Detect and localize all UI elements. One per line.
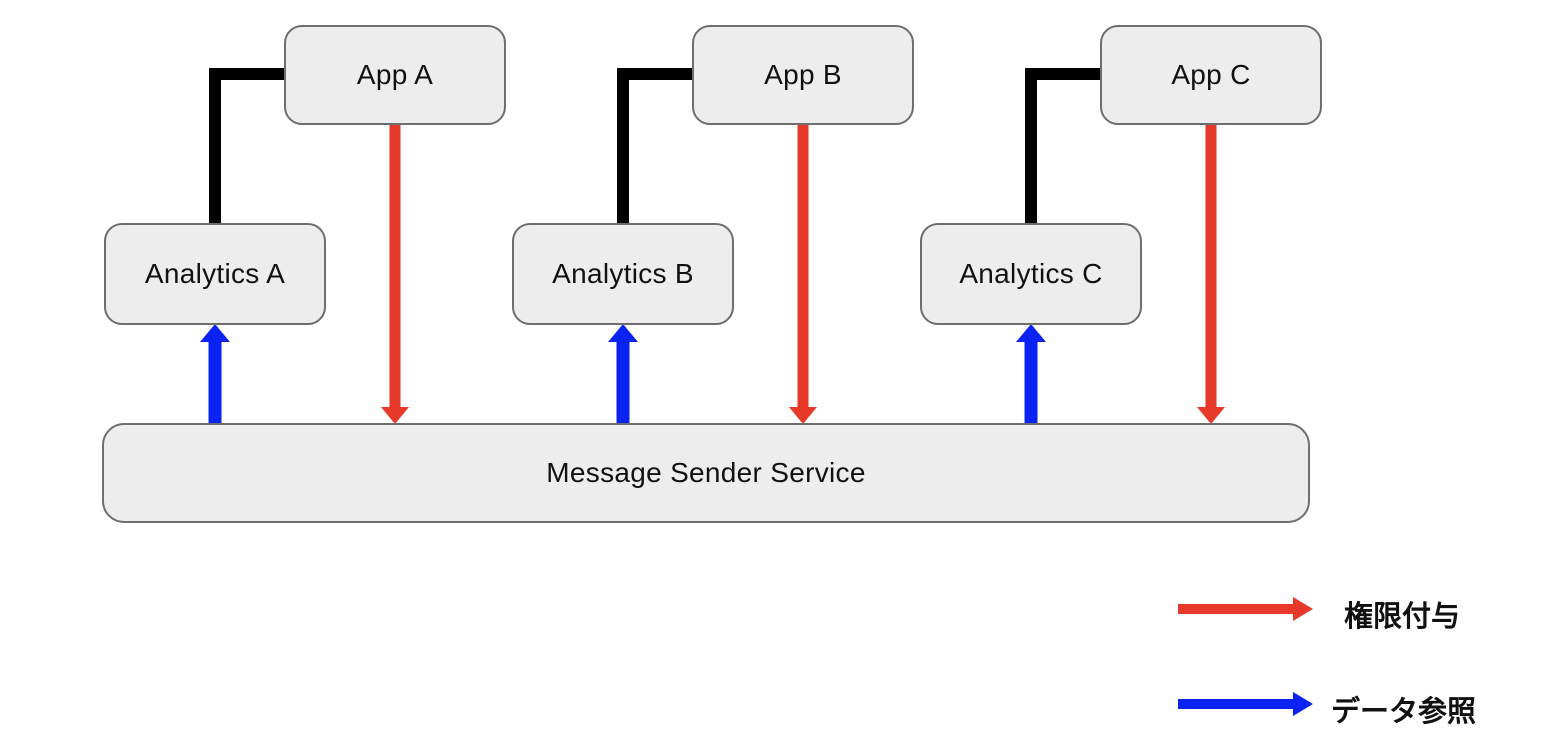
legend-reference-arrowhead <box>1293 692 1313 716</box>
node-app-b: App B <box>692 25 914 125</box>
connector-app-b-analytics-b <box>617 68 692 223</box>
connector-app-a-analytics-a <box>209 68 284 223</box>
arrowhead-app-c-to-service <box>1197 407 1225 424</box>
arrowhead-service-to-analytics-c <box>1016 324 1046 342</box>
legend-reference-label: データ参照 <box>1331 696 1477 728</box>
arrowhead-app-b-to-service <box>789 407 817 424</box>
node-app-c-label: App C <box>1171 59 1251 90</box>
arrowhead-service-to-analytics-a <box>200 324 230 342</box>
node-analytics-a-label: Analytics A <box>144 258 286 289</box>
node-app-b-label: App B <box>764 59 842 90</box>
node-message-sender-service: Message Sender Service <box>102 423 1310 523</box>
node-app-a: App A <box>284 25 506 125</box>
node-analytics-c-label: Analytics C <box>959 258 1103 289</box>
legend-grant-arrowhead <box>1293 597 1313 621</box>
node-analytics-b-label: Analytics B <box>552 258 694 289</box>
connector-app-c-analytics-c <box>1025 68 1100 223</box>
node-app-a-label: App A <box>356 59 434 90</box>
arrowhead-app-a-to-service <box>381 407 409 424</box>
arrowhead-service-to-analytics-b <box>608 324 638 342</box>
node-message-sender-service-label: Message Sender Service <box>546 457 866 488</box>
node-analytics-a: Analytics A <box>104 223 326 325</box>
legend-grant-label: 権限付与 <box>1344 601 1461 633</box>
node-app-c: App C <box>1100 25 1322 125</box>
node-analytics-c: Analytics C <box>920 223 1142 325</box>
node-analytics-b: Analytics B <box>512 223 734 325</box>
